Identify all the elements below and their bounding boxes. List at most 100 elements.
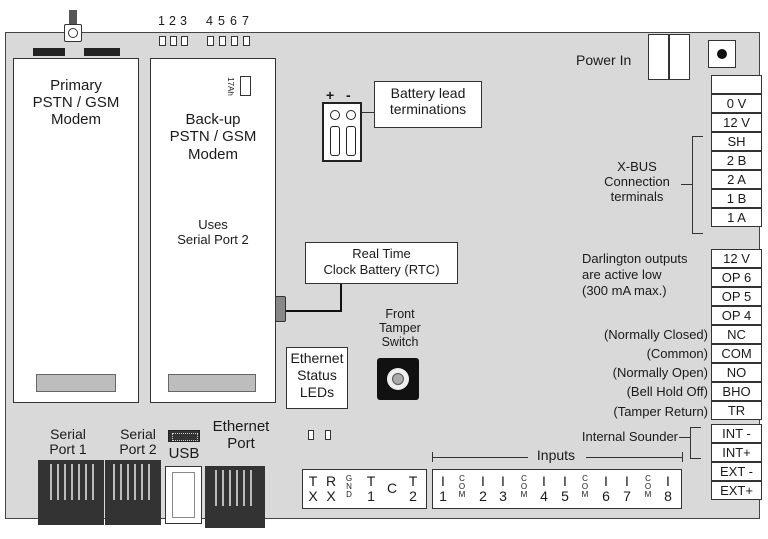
relay-terminal-tr: TR bbox=[711, 401, 762, 420]
xbus-label-3: terminals bbox=[610, 189, 664, 204]
relay-label-bho: (Bell Hold Off) bbox=[626, 384, 708, 399]
antenna-connector bbox=[64, 10, 82, 46]
serial-port-1-connector bbox=[38, 460, 104, 525]
primary-modem-pin-header bbox=[36, 374, 116, 392]
usb-connector bbox=[165, 466, 202, 524]
internal-sounder-tick bbox=[679, 437, 690, 438]
serial-port-1-label-2: Port 1 bbox=[49, 441, 87, 457]
serial-port-2-label-1: Serial bbox=[120, 426, 156, 442]
output-terminal-op5: OP 5 bbox=[711, 287, 762, 306]
battery-terminal-block bbox=[322, 102, 362, 162]
led-number-5: 5 bbox=[218, 14, 225, 28]
front-tamper-label-3: Switch bbox=[381, 335, 419, 349]
power-in-label: Power In bbox=[576, 52, 632, 68]
backup-modem bbox=[150, 58, 276, 403]
ethernet-port-label-1: Ethernet bbox=[212, 418, 270, 435]
xbus-bracket bbox=[692, 136, 703, 234]
relay-terminal-nc: NC bbox=[711, 325, 762, 344]
ethernet-status-label-1: Ethernet bbox=[290, 350, 344, 366]
sounder-terminal-int-minus: INT - bbox=[711, 424, 762, 443]
darlington-label-2: are active low bbox=[582, 267, 662, 282]
led-number-3: 3 bbox=[180, 14, 187, 28]
xbus-terminal-12v: 12 V bbox=[711, 113, 762, 132]
primary-modem-label-1: Primary bbox=[50, 77, 102, 94]
led-4 bbox=[207, 36, 214, 46]
inputs-label: Inputs bbox=[536, 447, 576, 463]
backup-modem-label-1: Back-up bbox=[185, 111, 241, 128]
led-5 bbox=[219, 36, 226, 46]
internal-sounder-label: Internal Sounder bbox=[581, 429, 678, 444]
primary-modem bbox=[13, 58, 139, 403]
xbus-terminal-2b: 2 B bbox=[711, 151, 762, 170]
rtc-wire-vertical bbox=[340, 284, 342, 312]
comms-terminal-block bbox=[302, 469, 427, 509]
modem-header-left bbox=[33, 48, 65, 56]
front-tamper-label-1: Front bbox=[385, 307, 415, 321]
xbus-label-1: X-BUS bbox=[617, 159, 657, 174]
rtc-callout bbox=[305, 242, 458, 284]
xbus-terminal-2a: 2 A bbox=[711, 170, 762, 189]
rtc-battery bbox=[275, 296, 286, 322]
output-terminal-12v: 12 V bbox=[711, 249, 762, 268]
sounder-terminal-ext-minus: EXT - bbox=[711, 462, 762, 481]
backup-modem-pin-header bbox=[168, 374, 256, 392]
output-terminal-op4: OP 4 bbox=[711, 306, 762, 325]
front-tamper-label-2: Tamper bbox=[379, 321, 421, 335]
sounder-terminal-ext-plus: EXT+ bbox=[711, 481, 762, 500]
xbus-terminal-1b: 1 B bbox=[711, 189, 762, 208]
ethernet-status-label-3: LEDs bbox=[299, 384, 335, 400]
led-6 bbox=[231, 36, 238, 46]
serial-port-2-connector bbox=[105, 460, 161, 525]
battery-lead-callout bbox=[374, 81, 482, 128]
inputs-bracket-right bbox=[682, 452, 683, 462]
led-number-6: 6 bbox=[230, 14, 237, 28]
led-7 bbox=[243, 36, 250, 46]
led-3 bbox=[181, 36, 188, 46]
battery-plus: + bbox=[326, 87, 335, 103]
xbus-terminal-0v: 0 V bbox=[711, 94, 762, 113]
backup-modem-label-2: PSTN / GSM bbox=[169, 128, 257, 145]
inputs-line-right bbox=[586, 457, 682, 458]
led-number-7: 7 bbox=[242, 14, 249, 28]
rtc-label-2: Clock Battery (RTC) bbox=[323, 262, 440, 277]
ethernet-port-label-2: Port bbox=[227, 435, 255, 452]
led-number-4: 4 bbox=[206, 14, 213, 28]
battery-lead-label-2: terminations bbox=[389, 101, 467, 117]
led-number-2: 2 bbox=[169, 14, 176, 28]
rtc-wire-horizontal bbox=[284, 310, 342, 312]
battery-minus: - bbox=[346, 87, 351, 103]
relay-terminal-no: NO bbox=[711, 363, 762, 382]
inputs-terminal-block bbox=[432, 469, 682, 509]
power-in-jack bbox=[708, 40, 736, 68]
ethernet-led-1 bbox=[308, 430, 314, 440]
ethernet-port-connector bbox=[205, 466, 265, 528]
sounder-terminal-int-plus: INT+ bbox=[711, 443, 762, 462]
relay-terminal-com: COM bbox=[711, 344, 762, 363]
uses-serial-label-2: Serial Port 2 bbox=[177, 232, 249, 247]
battery-lead-label-1: Battery lead bbox=[390, 85, 466, 101]
xbus-terminal-sh: SH bbox=[711, 132, 762, 151]
relay-label-nc: (Normally Closed) bbox=[603, 327, 708, 342]
output-terminal-op6: OP 6 bbox=[711, 268, 762, 287]
relay-label-com: (Common) bbox=[646, 346, 708, 361]
battery-jumper-label: 17Ah bbox=[225, 77, 235, 96]
darlington-label-3: (300 mA max.) bbox=[582, 283, 667, 298]
led-2 bbox=[170, 36, 177, 46]
usb-label: USB bbox=[168, 445, 200, 462]
serial-port-2-label-2: Port 2 bbox=[119, 441, 157, 457]
primary-modem-label-3: Modem bbox=[50, 111, 102, 128]
ethernet-status-callout bbox=[286, 347, 348, 409]
relay-label-no: (Normally Open) bbox=[612, 365, 708, 380]
